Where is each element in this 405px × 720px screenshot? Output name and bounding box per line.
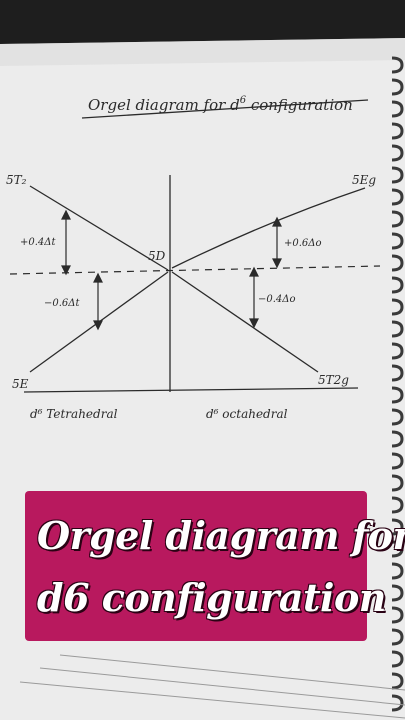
arrow-head [249, 266, 259, 277]
arrow-head [249, 318, 259, 329]
label-minus-right: −0.4Δo [258, 294, 296, 305]
label-d-center: 5D [148, 249, 166, 263]
eg-line-right [171, 187, 366, 269]
title-underline [81, 99, 369, 119]
horizontal-axis [23, 387, 359, 393]
spiral-binding [391, 56, 404, 712]
label-octahedral: d⁶ octahedral [206, 407, 288, 421]
label-t2g-right: 5T2g [318, 373, 349, 387]
label-plus-right: +0.6Δo [284, 238, 322, 249]
caption-line-2: d6 configuration [37, 575, 386, 620]
arrow-head [61, 209, 71, 220]
caption-line-1: Orgel diagram for [37, 513, 405, 558]
label-minus-left: −0.6Δt [44, 298, 81, 309]
label-plus-left: +0.4Δt [20, 237, 57, 248]
paper-edge-shadow [0, 38, 405, 66]
arrows [61, 209, 282, 331]
arrow-head [93, 272, 103, 283]
label-t2-left: 5T₂ [6, 173, 27, 187]
diagram-title: Orgel diagram for d6 configuration [88, 95, 353, 114]
arrow-head [93, 320, 103, 331]
arrow-head [61, 265, 71, 276]
t2-line-left [29, 185, 169, 271]
label-tetrahedral: d⁶ Tetrahedral [30, 407, 118, 421]
dashed-baseline [9, 265, 381, 275]
arrow-head [272, 258, 282, 269]
page-edges [19, 654, 405, 719]
caption-banner: Orgel diagram for d6 configuration [25, 491, 405, 641]
label-e-left: 5E [12, 377, 29, 391]
label-eg-right: 5Eg [352, 173, 376, 187]
t2g-line-right [171, 271, 319, 373]
arrow-head [272, 216, 282, 227]
